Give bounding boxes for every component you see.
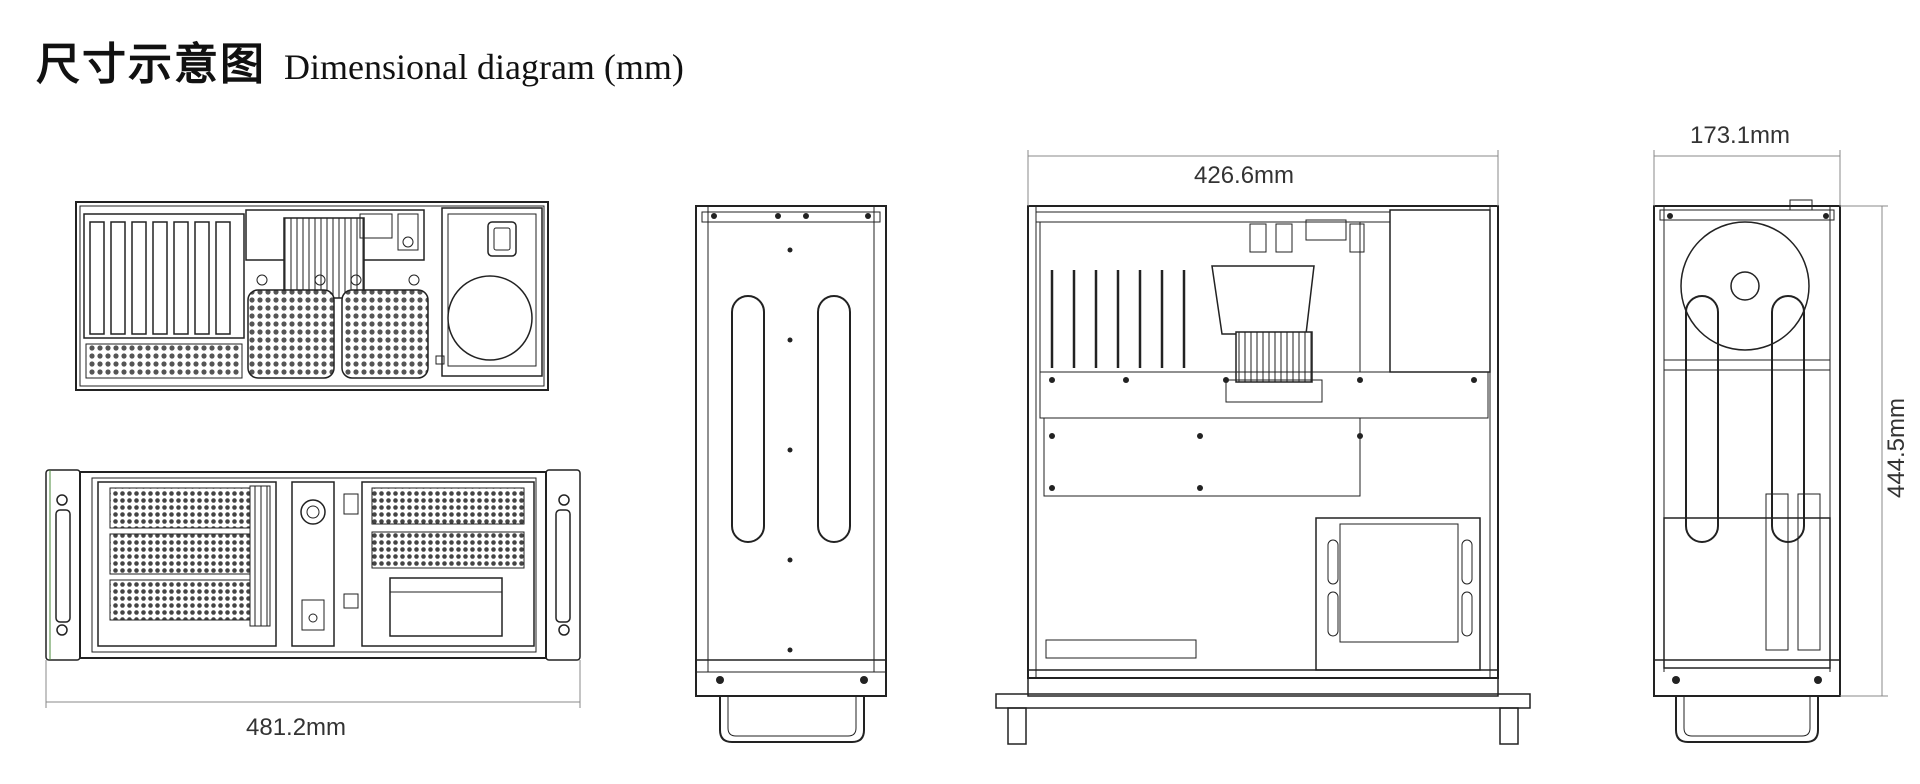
rear-view-drawing [75,201,549,391]
dimension-side-height: 444.5mm [1883,397,1910,499]
title-english: Dimensional diagram (mm) [284,47,684,87]
dimension-top-width: 426.6mm [1194,162,1295,189]
page-title: 尺寸示意图 Dimensional diagram (mm) [36,28,684,92]
front-view-drawing [45,469,581,661]
dimension-front-width: 481.2mm [246,714,347,741]
dimension-side-depth: 173.1mm [1690,122,1791,149]
top-view-drawing [995,205,1531,745]
side-view-drawing [695,205,887,743]
right-side-view-drawing [1653,199,1841,743]
dimension-lines [45,150,1888,708]
title-chinese: 尺寸示意图 [36,39,266,90]
